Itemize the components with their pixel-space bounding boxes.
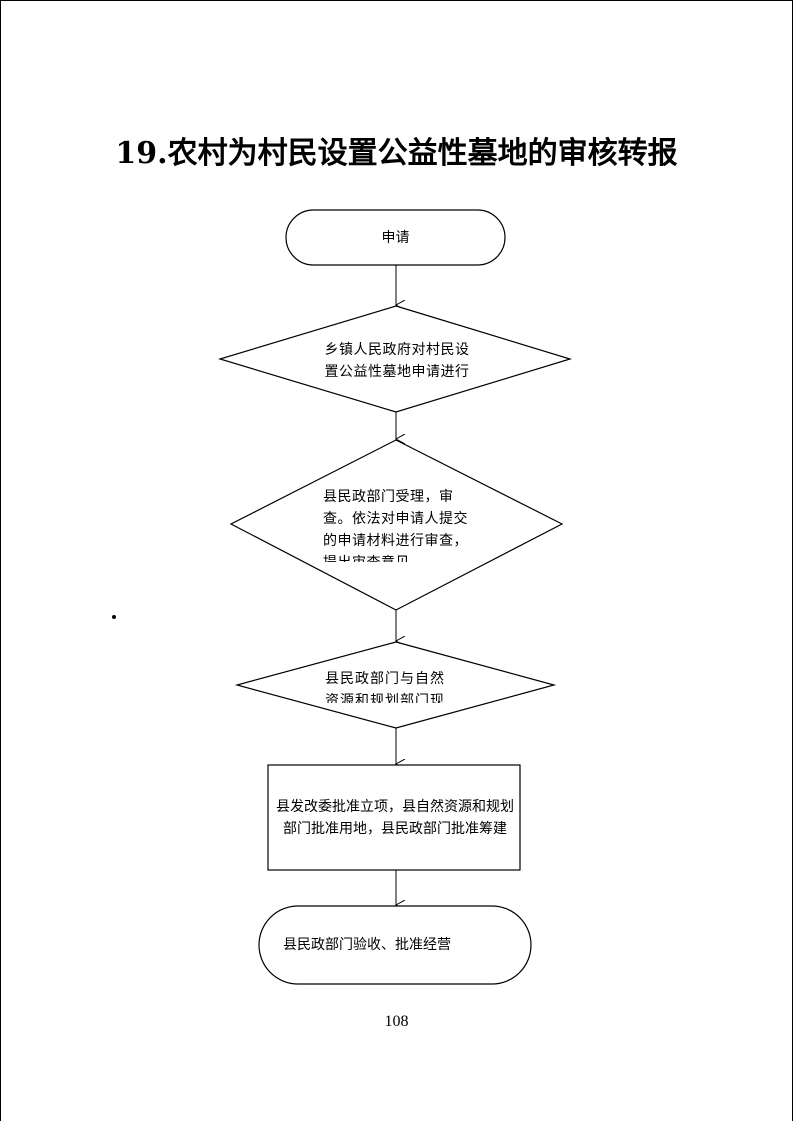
- page-title: 19.农村为村民设置公益性墓地的审核转报: [115, 136, 678, 171]
- node-town-review-label: 乡镇人民政府对村民设置公益性墓地申请进行审核: [324, 342, 470, 380]
- node-county-accept-label: 县民政部门受理，审查。依法对申请人提交的申请材料进行审查，提出审查意见。: [323, 489, 468, 562]
- node-acceptance-label: 县民政部门验收、批准经营: [283, 937, 451, 953]
- node-site-survey-label: 县民政部门与自然资源和规划部门现场勘: [325, 671, 445, 703]
- page-number: 108: [384, 1013, 409, 1030]
- node-approval-label: 县发改委批准立项，县自然资源和规划部门批准用地，县民政部门批准筹建: [276, 799, 514, 837]
- node-acceptance-shape: [258, 905, 532, 985]
- node-apply-label: 申请: [381, 230, 410, 246]
- stray-dot: [112, 615, 116, 619]
- node-approval-shape: [267, 764, 521, 871]
